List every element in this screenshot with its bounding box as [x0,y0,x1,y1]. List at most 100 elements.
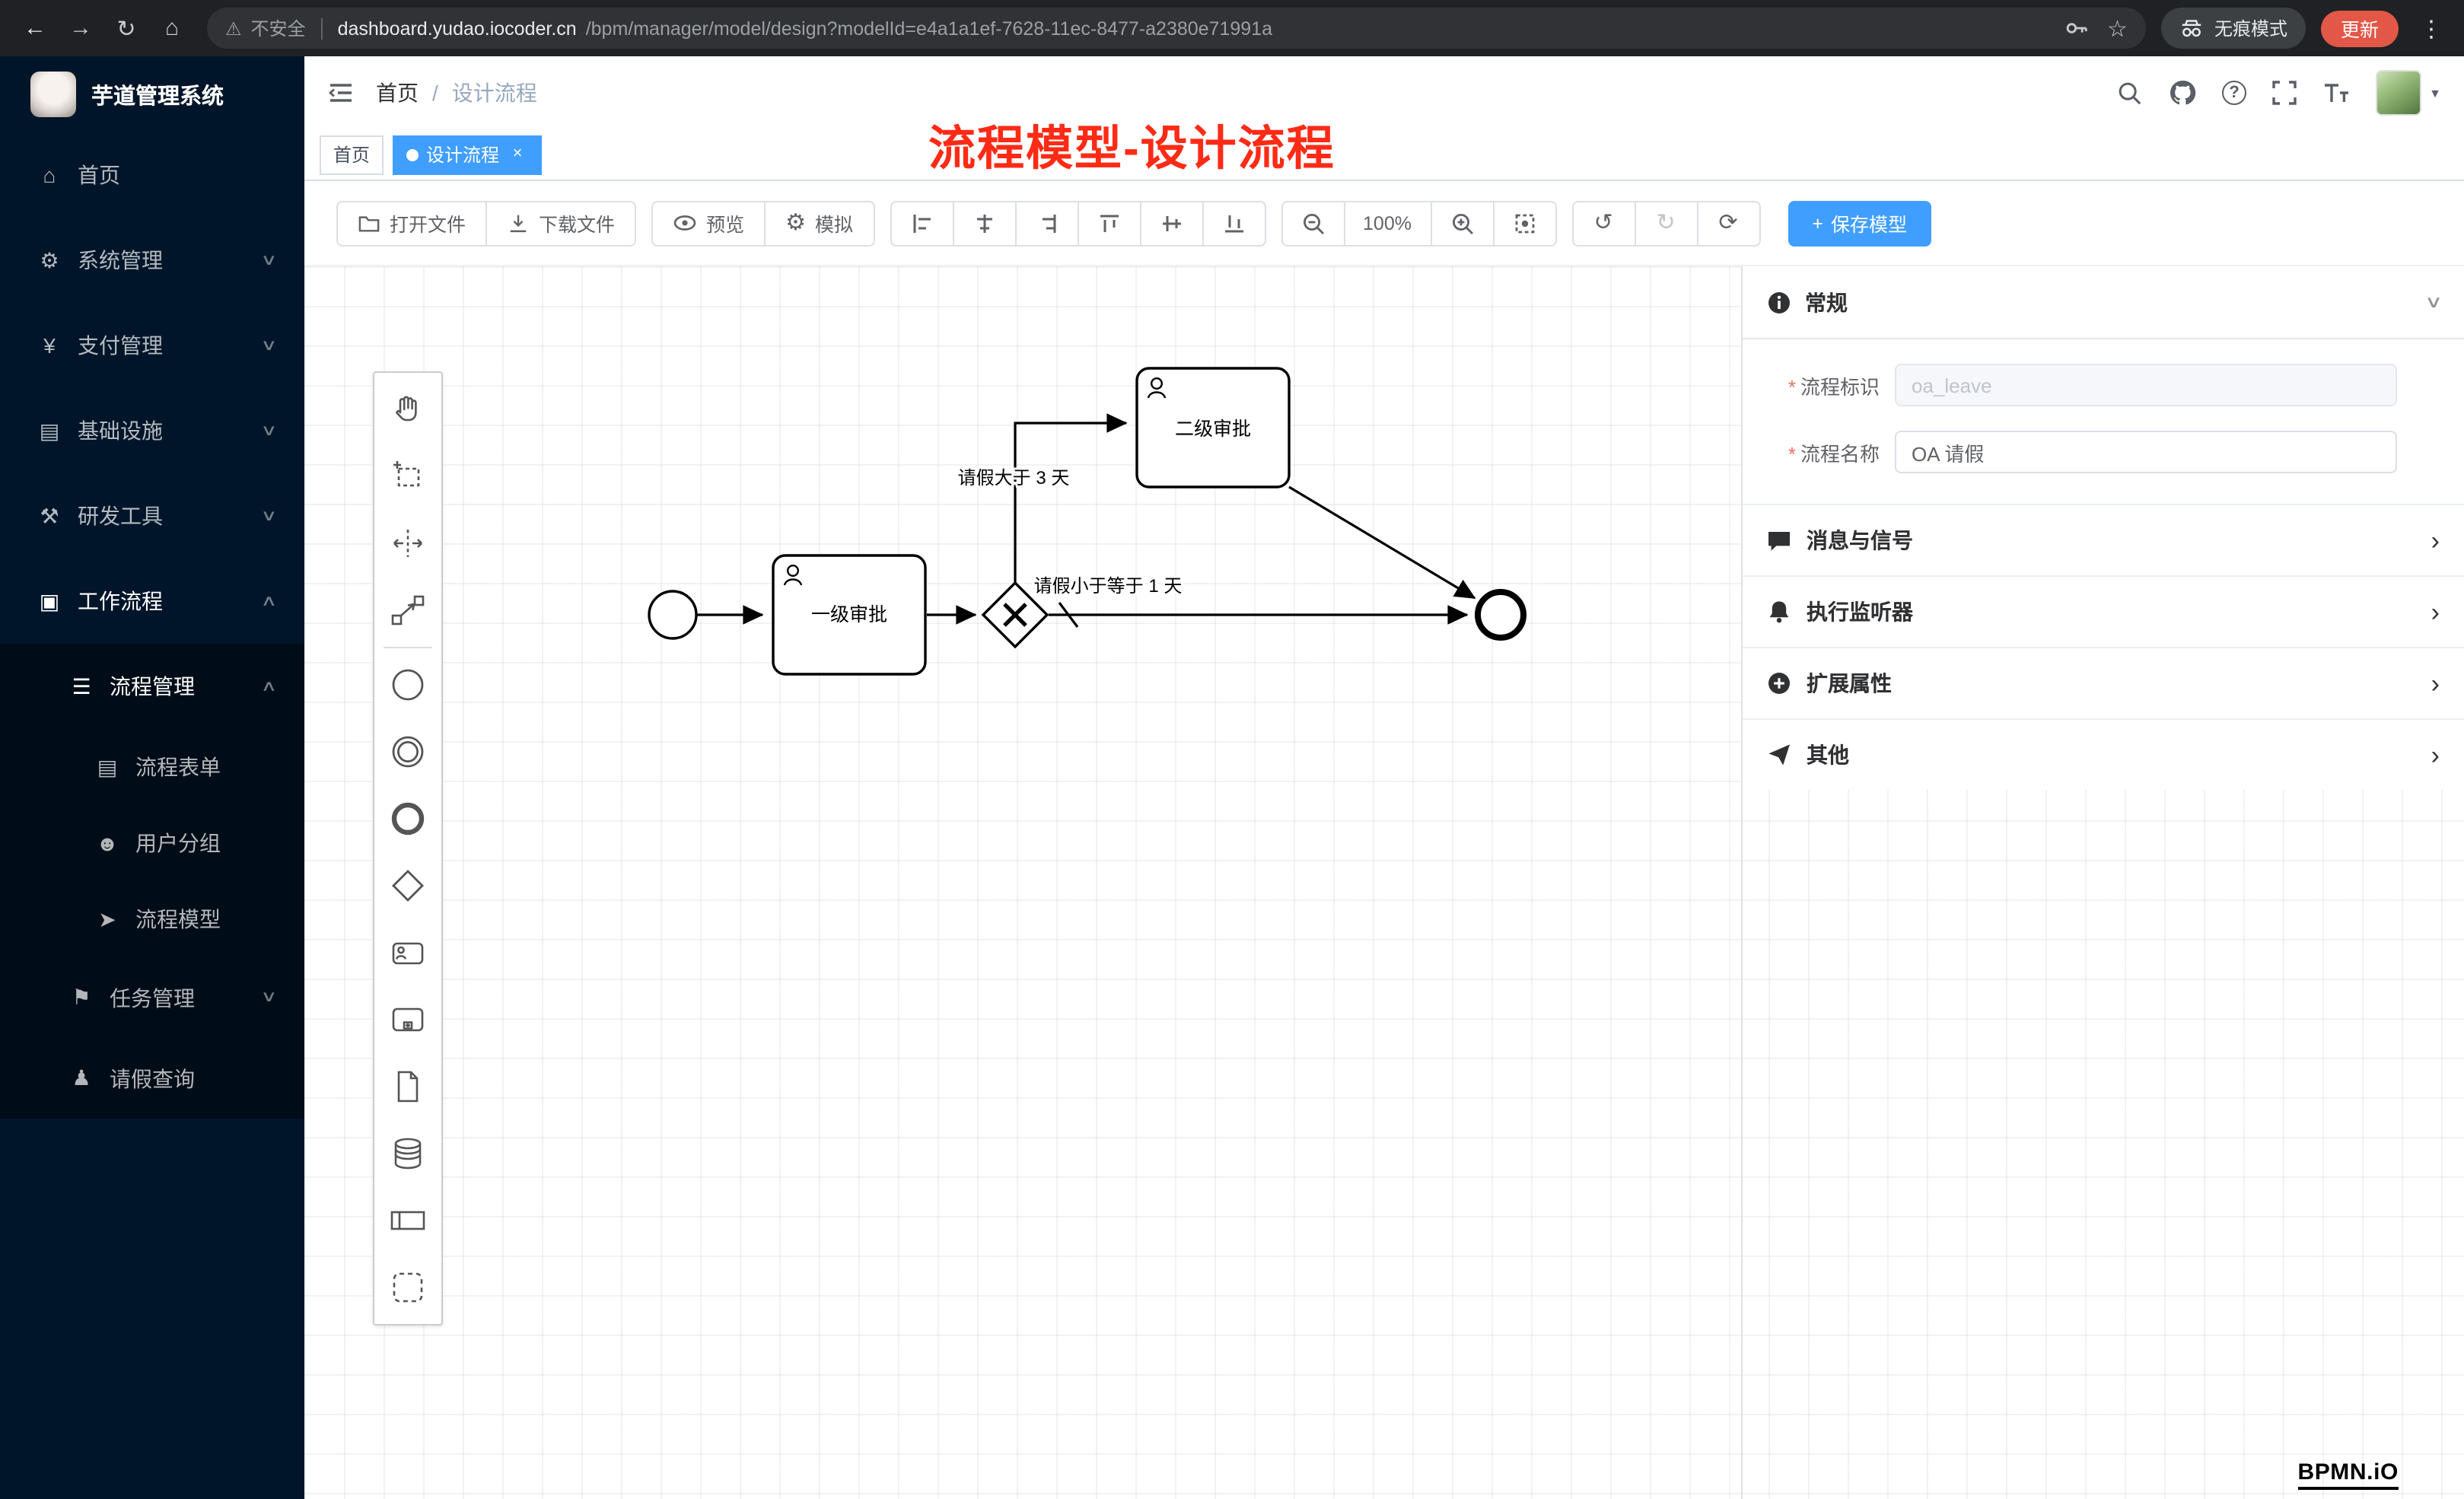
zoom-level-indicator[interactable]: 100% [1343,200,1432,246]
tab-design-process[interactable]: 设计流程 × [393,135,543,174]
flow-label-gt3[interactable]: 请假大于 3 天 [956,466,1072,491]
chevron-down-icon[interactable]: ∨ [2424,294,2443,312]
sidebar-item-leave-query[interactable]: ♟ 请假查询 [0,1038,304,1119]
download-file-button[interactable]: 下载文件 [485,200,637,246]
chevron-down-icon: ∨ [259,989,277,1006]
password-key-icon[interactable] [2063,15,2089,41]
create-data-object[interactable] [374,1053,441,1120]
github-icon[interactable] [2169,79,2196,107]
palette-divider [384,647,432,648]
hand-tool[interactable] [374,376,441,443]
create-group[interactable] [374,1254,441,1321]
browser-back-icon[interactable]: ← [24,15,46,41]
start-event-node[interactable] [648,590,698,640]
process-name-input[interactable] [1895,431,2397,473]
create-data-store[interactable] [374,1120,441,1187]
user-task-level2-node[interactable]: 二级审批 [1135,367,1291,489]
general-section-header[interactable]: 常规 ∨ [1743,266,2464,339]
align-right-button[interactable] [1014,200,1079,246]
breadcrumb-home[interactable]: 首页 [376,81,419,105]
restart-button[interactable]: ⟳ [1696,200,1761,246]
zoom-out-button[interactable] [1281,200,1345,246]
url-bar[interactable]: ⚠ 不安全 dashboard.yudao.iocoder.cn /bpm/ma… [207,8,2146,49]
create-start-event[interactable] [374,651,441,718]
bpmn-io-logo[interactable]: BPMN.iO [2297,1459,2399,1490]
app-title: 芋道管理系统 [91,84,224,109]
open-file-button[interactable]: 打开文件 [336,200,488,246]
section-extended-properties[interactable]: 扩展属性 › [1743,647,2464,718]
send-icon [1767,743,1791,767]
section-message-signal[interactable]: 消息与信号 › [1743,504,2464,575]
help-icon[interactable]: ? [2222,81,2247,105]
lasso-tool[interactable] [374,443,441,510]
browser-update-button[interactable]: 更新 [2320,10,2399,46]
process-key-input [1895,364,2397,406]
exclusive-gateway-node[interactable] [981,581,1049,649]
flow-label-le1[interactable]: 请假小于等于 1 天 [1032,574,1185,599]
create-participant-pool[interactable] [374,1187,441,1254]
incognito-label: 无痕模式 [2214,18,2287,40]
simulate-button[interactable]: ⚙ 模拟 [764,200,875,246]
section-other[interactable]: 其他 › [1743,718,2464,790]
sidebar-item-workflow[interactable]: ▣ 工作流程 ∧ [0,559,304,644]
bookmark-star-icon[interactable]: ☆ [2107,16,2128,42]
user-task-level1-node[interactable]: 一级审批 [772,554,927,676]
create-user-task[interactable] [374,919,441,986]
section-execution-listener[interactable]: 执行监听器 › [1743,575,2464,647]
tools-icon: ⚒ [40,503,59,527]
search-icon[interactable] [2117,80,2143,106]
flow-task2-to-end[interactable] [1288,485,1476,600]
sidebar-item-infrastructure[interactable]: ▤ 基础设施 ∨ [0,388,304,473]
align-bottom-button[interactable] [1202,200,1266,246]
browser-home-icon[interactable]: ⌂ [164,15,180,41]
close-tab-icon[interactable]: × [512,145,523,163]
not-secure-label[interactable]: 不安全 [250,18,306,40]
create-gateway[interactable] [374,852,441,919]
sidebar-item-label: 工作流程 [78,589,163,613]
undo-icon: ↺ [1593,210,1613,236]
space-tool[interactable] [374,510,441,577]
undo-button[interactable]: ↺ [1571,200,1636,246]
font-size-icon[interactable] [2322,81,2350,105]
sidebar-item-process-model[interactable]: ➤ 流程模型 [0,881,304,957]
chevron-down-icon: ∨ [259,422,277,439]
fullscreen-icon[interactable] [2272,81,2297,105]
zoom-reset-button[interactable] [1492,200,1557,246]
browser-reload-icon[interactable]: ↻ [116,16,136,42]
create-intermediate-event[interactable] [374,718,441,785]
global-connect-tool[interactable] [374,577,441,644]
zoom-in-button[interactable] [1430,200,1495,246]
sidebar-item-user-group[interactable]: ☻ 用户分组 [0,805,304,881]
sidebar-item-system-management[interactable]: ⚙ 系统管理 ∨ [0,218,304,303]
sidebar-item-task-management[interactable]: ⚑ 任务管理 ∨ [0,957,304,1038]
preview-button[interactable]: 预览 [651,200,766,246]
user-avatar-menu[interactable]: ▼ [2376,70,2441,116]
bpmn-canvas[interactable]: 一级审批 二级审批 [304,266,2464,1499]
flow-gateway-to-task2[interactable] [1014,413,1128,583]
sidebar-item-process-management[interactable]: ☰ 流程管理 ∧ [0,644,304,729]
tab-home[interactable]: 首页 [320,135,384,174]
browser-forward-icon[interactable]: → [69,15,92,41]
redo-button[interactable]: ↻ [1634,200,1698,246]
create-end-event[interactable] [374,785,441,852]
app-logo[interactable]: 芋道管理系统 [0,56,304,132]
users-icon: ☻ [96,831,119,855]
sequence-flows[interactable] [697,413,1476,628]
sidebar-item-label: 流程管理 [110,674,195,699]
end-event-node[interactable] [1475,589,1526,641]
workflow-icon: ▣ [39,588,60,613]
align-left-button[interactable] [890,200,954,246]
browser-menu-icon[interactable]: ⋮ [2420,16,2443,42]
button-label: 下载文件 [539,215,616,236]
sidebar-item-home[interactable]: ⌂ 首页 [0,132,304,218]
align-center-horizontal-button[interactable] [952,200,1017,246]
sidebar-item-payment-management[interactable]: ¥ 支付管理 ∨ [0,303,304,388]
sidebar-item-dev-tools[interactable]: ⚒ 研发工具 ∨ [0,473,304,559]
sidebar-collapse-icon[interactable] [327,79,355,107]
sidebar-item-process-form[interactable]: ▤ 流程表单 [0,729,304,805]
document-icon: ▤ [97,754,118,778]
align-top-button[interactable] [1077,200,1141,246]
save-model-button[interactable]: + 保存模型 [1788,200,1931,246]
create-subprocess[interactable] [374,986,441,1053]
align-middle-vertical-button[interactable] [1139,200,1204,246]
